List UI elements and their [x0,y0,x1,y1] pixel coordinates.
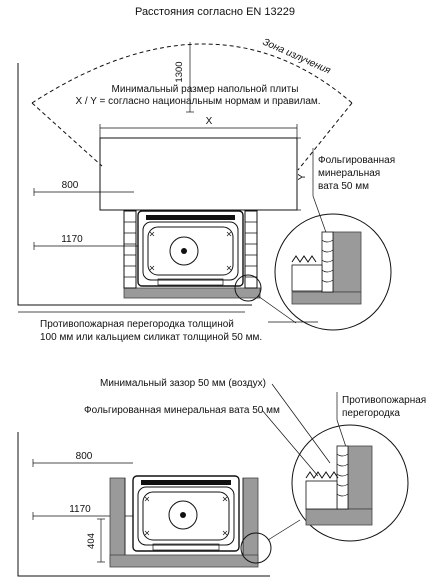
top-zoom-circle-small [234,274,262,302]
top-wall-line [17,63,252,306]
dim-1170-label: 1170 [61,234,83,245]
bottom-stove [132,475,240,552]
barrier-label-line2: 100 мм или кальцием силикат толщиной 50 … [40,332,262,343]
dim-1300-label: 1300 [174,61,185,82]
top-zoom-detail [274,213,392,331]
floor-plate [99,137,298,211]
gap-label: Минимальный зазор 50 мм (воздух) [100,378,266,389]
radiation-zone-right-edge [297,102,353,171]
bottom-dim-800-label: 800 [76,451,93,462]
bottom-zoom-circle-small [240,532,272,564]
top-stove [137,210,244,287]
gap-leader [271,383,331,464]
foil-label-line3: вата 50 мм [318,181,369,192]
radiation-zone-left-edge [31,102,103,167]
plate-note-line1: Минимальный размер напольной плиты [112,84,299,95]
dim-x-label: X [206,116,213,127]
plate-note-line2: X / Y = согласно национальным нормам и п… [75,96,320,107]
bottom-barrier-label-line1: Противопожарная [342,395,426,406]
radiation-zone-arc [31,43,353,104]
foil-label-line1: Фольгированная [318,155,395,166]
foil-label-line2: минеральная [318,168,380,179]
radiation-zone-label: Зона излучения [261,37,333,77]
foil-leader-line [312,195,329,239]
bottom-barrier-label-line2: перегородка [342,408,400,419]
barrier-label-line1: Противопожарная перегородка толщиной [40,319,234,330]
bottom-zoom-detail [291,424,409,542]
bottom-wall-line [17,432,270,577]
bottom-foil-label: Фольгированная минеральная вата 50 мм [84,405,280,416]
bottom-zoom-connector [267,519,301,541]
bottom-dim-1170-label: 1170 [69,504,91,515]
top-zoom-connector-1 [257,295,297,324]
dim-800-label: 800 [62,180,79,191]
bottom-foil-leader [261,409,319,477]
bottom-dim-404-label: 404 [86,533,97,549]
bottom-enclosure [109,477,259,568]
dim-y-label: Y [297,173,308,180]
top-title: Расстояния согласно EN 13229 [135,6,295,18]
